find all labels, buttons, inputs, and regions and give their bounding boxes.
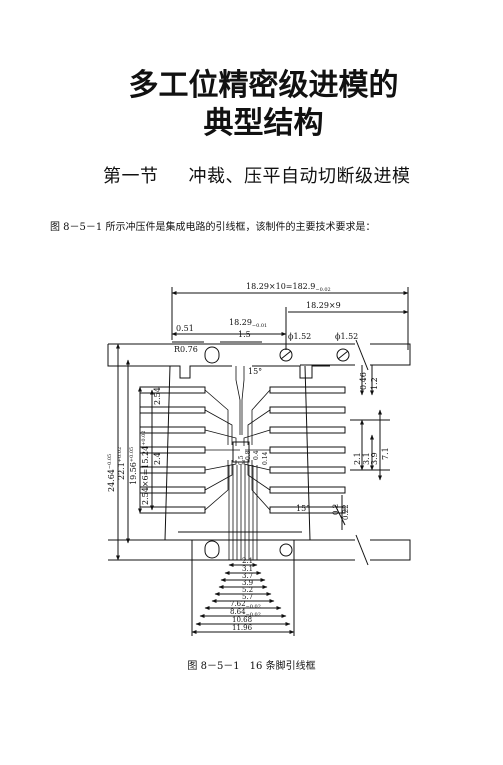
dim-02: 0.2 [332, 504, 340, 515]
dim-c014: 0.14 [262, 451, 269, 465]
dim-b57: 5.7 [242, 593, 253, 601]
main-title-line1: 多工位精密级进模的 [128, 68, 399, 103]
dim-b1196: 11.96 [232, 624, 253, 632]
lead-frame-drawing: 18.29×10=182.9−0.02 18.29×9 18.29−0.01 0… [107, 282, 411, 636]
figure-caption: 图 8－5－1 16 条脚引线框 [187, 661, 316, 672]
dim-ang15a: 15° [248, 367, 262, 376]
section-name: 冲裁、压平自动切断级进模 [188, 166, 411, 187]
dim-hole2: ϕ1.52 [335, 332, 358, 341]
dim-ang15b: 15° [296, 504, 310, 513]
dim-c05: 0.5 [238, 455, 245, 465]
dim-top-total: 18.29×10=182.9−0.02 [246, 282, 331, 293]
section-heading: 第一节 冲裁、压平自动切断级进模 [103, 162, 411, 188]
dim-v1524: 2.54×6=15.24+0.02 [141, 430, 150, 505]
dim-15: 1.5 [238, 330, 251, 339]
dim-v31: 3.1 [362, 452, 371, 465]
dim-12: 1.2 [370, 377, 379, 390]
intro-paragraph: 图 8－5－1 所示冲压件是集成电路的引线框，该制件的主要技术要求是： [50, 222, 376, 233]
dim-022: 0.22 [342, 504, 350, 520]
dim-v1956: 19.56+0.05 [129, 447, 138, 485]
dim-v39: 3.9 [370, 452, 379, 465]
dim-r076: R0.76 [174, 345, 198, 354]
dim-v2464: 24.64−0.05 [107, 454, 116, 492]
dim-v221: 22.1+0.02 [117, 447, 126, 480]
dim-hole1: ϕ1.52 [288, 332, 311, 341]
dim-b52: 5.2 [242, 586, 253, 594]
dim-b39: 3.9 [242, 579, 253, 587]
dim-pitch: 18.29−0.01 [229, 318, 267, 329]
dim-v71: 7.1 [381, 447, 390, 460]
dim-051: 0.51 [176, 324, 194, 333]
dim-b762: 7.62−0.02 [230, 600, 261, 610]
dim-b1068: 10.68 [232, 616, 252, 624]
dim-046: 0.46 [359, 372, 368, 390]
dim-pitch9: 18.29×9 [306, 301, 341, 310]
dim-254: 2.54 [153, 387, 162, 405]
dim-b21: 2.1 [242, 557, 253, 565]
main-title-line2: 典型结构 [203, 106, 324, 141]
dim-b37: 3.7 [242, 572, 253, 580]
section-number: 第一节 [103, 166, 159, 187]
dim-v21: 2.1 [353, 452, 362, 465]
dim-24: 2.4 [153, 452, 162, 465]
dim-b864: 8.64−0.02 [230, 608, 261, 618]
dim-b31: 3.1 [242, 565, 253, 573]
dim-c04: 0.4 [253, 450, 260, 460]
dim-c08: 0.8 [245, 450, 252, 460]
